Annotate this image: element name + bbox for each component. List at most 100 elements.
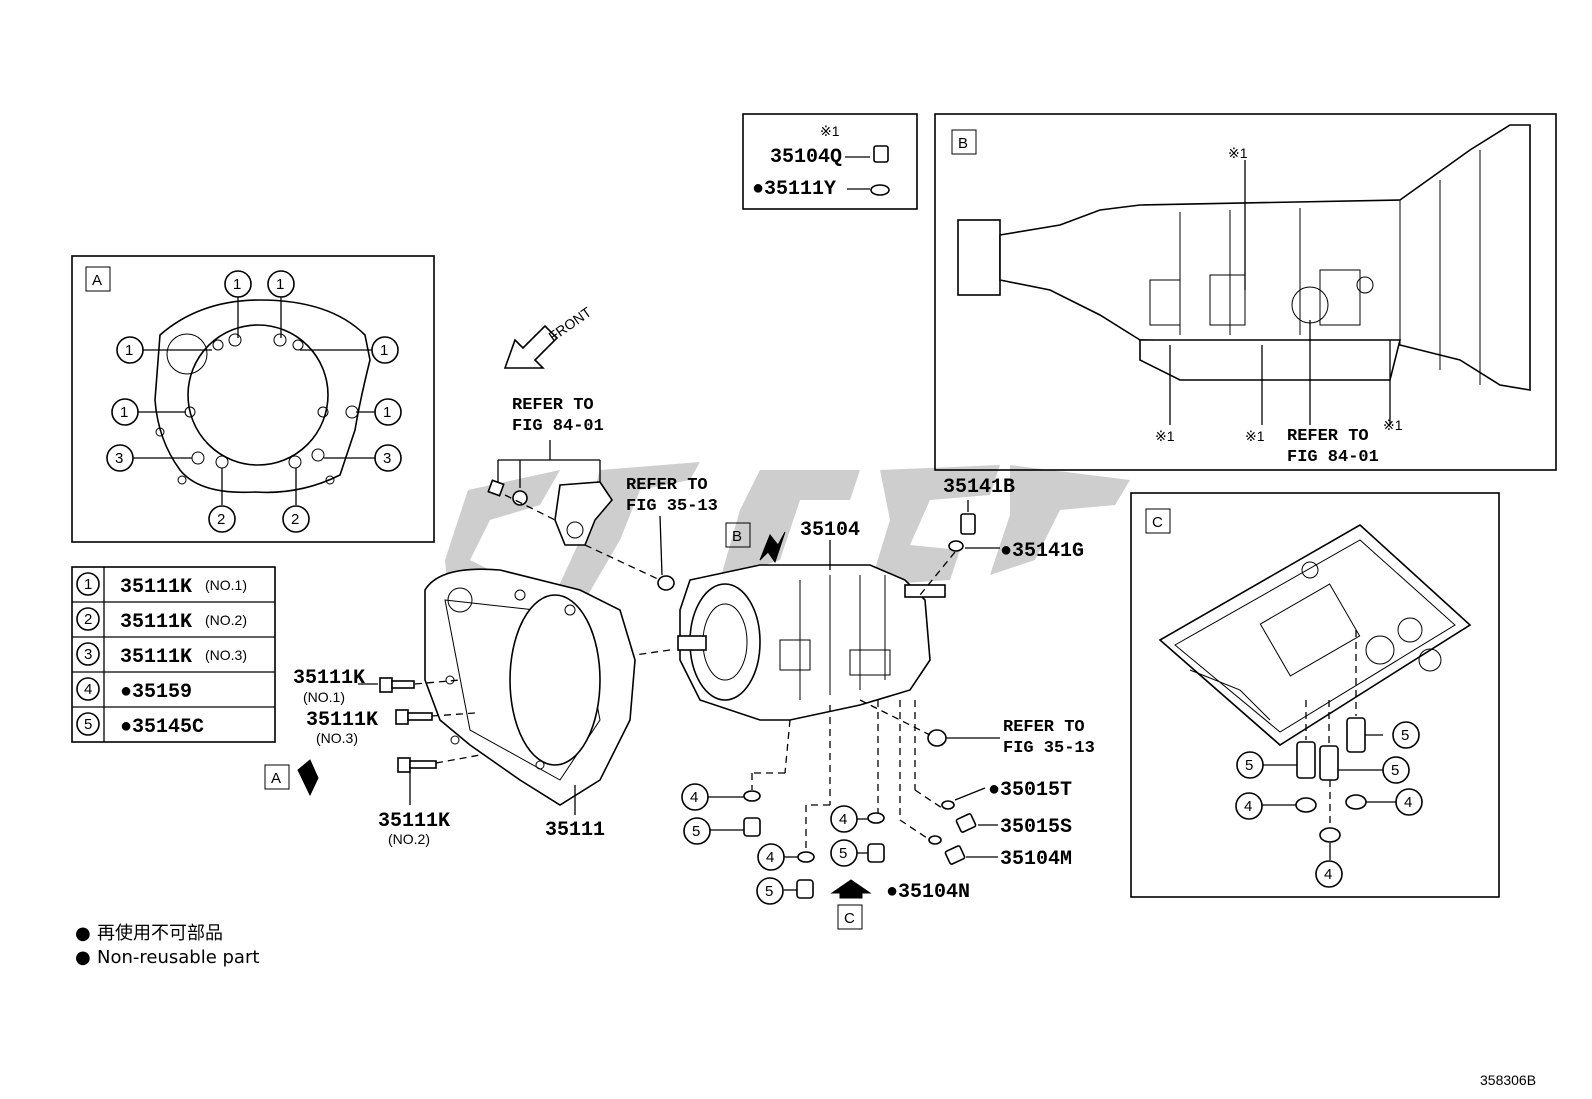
svg-text:(NO.2): (NO.2)	[205, 612, 247, 628]
circle-4: 4	[757, 843, 785, 871]
detail-b-panel: B ※1 ※1 ※1 ※1 REFER TO FIG 84-01	[934, 113, 1557, 471]
svg-text:35104Q: 35104Q	[770, 146, 842, 169]
svg-text:●35159: ●35159	[120, 681, 192, 704]
svg-text:1: 1	[84, 576, 92, 593]
svg-text:●35111Y: ●35111Y	[752, 178, 836, 201]
svg-text:REFER TO: REFER TO	[1287, 427, 1369, 446]
svg-text:35104M: 35104M	[1000, 848, 1072, 871]
svg-text:4: 4	[84, 681, 92, 698]
svg-text:REFER TO: REFER TO	[512, 396, 594, 415]
svg-text:2: 2	[291, 511, 299, 528]
circle-3-right: 3	[374, 444, 402, 472]
svg-text:●35145C: ●35145C	[120, 716, 204, 739]
svg-text:REFER TO: REFER TO	[626, 476, 708, 495]
detail-c-label: C	[1152, 514, 1163, 531]
svg-text:1: 1	[233, 276, 241, 293]
circle-5: 5	[1392, 721, 1420, 749]
svg-text:※1: ※1	[1245, 428, 1265, 444]
circle-4: 4	[681, 783, 709, 811]
plug-detail-box: ※1 35104Q ●35111Y	[742, 113, 918, 210]
svg-text:FIG 84-01: FIG 84-01	[512, 417, 604, 436]
legend: ● 再使用不可部品 ● Non-reusable part	[75, 923, 259, 968]
svg-text:5: 5	[1391, 762, 1399, 779]
svg-text:35111K: 35111K	[306, 709, 378, 732]
svg-text:5: 5	[692, 823, 700, 840]
circle-4: 4	[1315, 860, 1343, 888]
table-row: 5 ●35145C	[76, 712, 204, 739]
svg-text:35111K: 35111K	[120, 611, 192, 634]
circle-2-right: 2	[282, 505, 310, 533]
detail-c-panel: C 5 5 5 4 4 4	[1130, 492, 1500, 898]
transmission-assembly: 35104	[599, 519, 946, 721]
svg-text:(NO.2): (NO.2)	[388, 831, 430, 847]
svg-text:35111K: 35111K	[120, 576, 192, 599]
table-row: 4 ●35159	[76, 677, 192, 704]
refer-fig-35-13-lower: REFER TO FIG 35-13	[859, 699, 1095, 758]
svg-text:3: 3	[115, 450, 123, 467]
svg-text:※1: ※1	[1383, 417, 1403, 433]
svg-text:1: 1	[383, 404, 391, 421]
view-b-indicator: B	[725, 522, 786, 564]
svg-text:35111K: 35111K	[120, 646, 192, 669]
circle-4: 4	[1395, 788, 1423, 816]
svg-text:35111: 35111	[545, 819, 605, 842]
svg-text:3: 3	[84, 646, 92, 663]
diagram-code: 358306B	[1480, 1072, 1536, 1088]
circle-5: 5	[1236, 751, 1264, 779]
detail-a-label: A	[92, 272, 102, 289]
legend-bullet: ●	[75, 923, 91, 944]
circle-1-right-upper: 1	[371, 336, 399, 364]
circle-5: 5	[683, 817, 711, 845]
circle-1-right-lower: 1	[374, 398, 402, 426]
svg-text:●35015T: ●35015T	[988, 779, 1072, 802]
bolt-callouts: 35111K (NO.1) 35111K (NO.3) 35111K (NO.2…	[293, 667, 481, 847]
svg-text:1: 1	[380, 342, 388, 359]
detail-b-label: B	[958, 135, 968, 152]
parts-table: 1 35111K (NO.1) 2 35111K (NO.2) 3 35111K…	[71, 566, 276, 743]
svg-text:(NO.1): (NO.1)	[303, 689, 345, 705]
circle-5: 5	[830, 839, 858, 867]
svg-text:5: 5	[1401, 727, 1409, 744]
callout-35141: 35141B ●35141G	[919, 476, 1084, 596]
front-arrow: FRONT	[503, 303, 595, 369]
svg-text:4: 4	[839, 811, 847, 828]
svg-text:REFER TO: REFER TO	[1003, 718, 1085, 737]
circle-4: 4	[830, 805, 858, 833]
legend-bullet: ●	[75, 947, 91, 968]
svg-text:3: 3	[383, 450, 391, 467]
svg-text:4: 4	[1404, 794, 1412, 811]
circle-2-left: 2	[208, 505, 236, 533]
label-35104: 35104	[800, 519, 860, 542]
circle-3-left: 3	[106, 444, 134, 472]
svg-text:1: 1	[125, 342, 133, 359]
circle-1-top-left: 1	[224, 270, 252, 298]
circle-5: 5	[756, 877, 784, 905]
svg-text:2: 2	[84, 611, 92, 628]
svg-text:1: 1	[276, 276, 284, 293]
svg-text:●35104N: ●35104N	[886, 881, 970, 904]
svg-text:5: 5	[84, 716, 92, 733]
svg-text:5: 5	[1245, 757, 1253, 774]
circle-4: 4	[1235, 792, 1263, 820]
svg-text:C: C	[844, 910, 855, 927]
svg-text:B: B	[732, 528, 742, 545]
svg-text:※1: ※1	[820, 123, 840, 139]
svg-text:A: A	[271, 770, 281, 787]
svg-text:2: 2	[217, 511, 225, 528]
circle-1-top-right: 1	[267, 270, 295, 298]
svg-text:4: 4	[1324, 866, 1332, 883]
svg-text:(NO.3): (NO.3)	[205, 647, 247, 663]
svg-text:(NO.1): (NO.1)	[205, 577, 247, 593]
table-row: 3 35111K (NO.3)	[76, 642, 247, 669]
svg-text:35141B: 35141B	[943, 476, 1015, 499]
svg-text:4: 4	[1244, 798, 1252, 815]
svg-text:FIG 35-13: FIG 35-13	[1003, 739, 1095, 758]
svg-text:※1: ※1	[1228, 145, 1248, 161]
svg-text:FRONT: FRONT	[546, 303, 595, 344]
table-row: 1 35111K (NO.1)	[76, 572, 247, 599]
bell-housing-35111: 35111	[424, 568, 636, 842]
svg-text:35111K: 35111K	[378, 810, 450, 833]
legend-english: Non-reusable part	[97, 947, 259, 968]
svg-text:1: 1	[120, 404, 128, 421]
circle-5: 5	[1382, 756, 1410, 784]
